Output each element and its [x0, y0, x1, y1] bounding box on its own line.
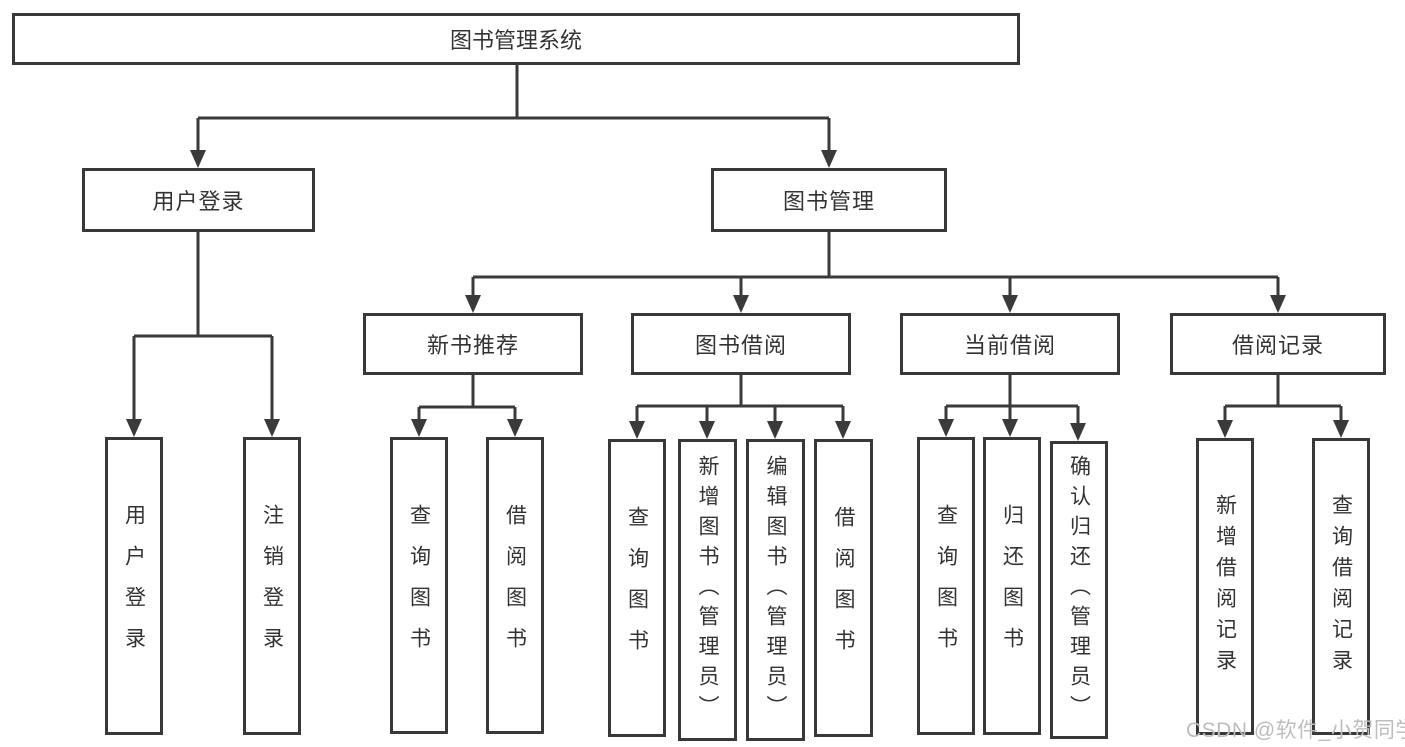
leaf-confirm-return-admin-label: 确认归还（管理员）	[1067, 455, 1091, 725]
leaf-add-borrow-record-label: 新增借阅记录	[1213, 493, 1237, 680]
node-user-login: 用户登录	[82, 168, 315, 232]
node-book-management: 图书管理	[711, 168, 947, 232]
node-system-root: 图书管理系统	[12, 13, 1020, 65]
node-book-borrowing-label: 图书借阅	[694, 333, 787, 358]
node-borrow-records-label: 借阅记录	[1231, 333, 1324, 358]
leaf-borrowing-query-book-label: 查询图书	[625, 506, 649, 670]
leaf-return-book: 归还图书	[983, 437, 1041, 735]
leaf-recommend-query-book-label: 查询图书	[407, 503, 431, 668]
leaf-borrowing-borrow-book: 借阅图书	[814, 439, 873, 737]
leaf-recommend-query-book: 查询图书	[390, 437, 448, 734]
leaf-return-book-label: 归还图书	[1000, 504, 1024, 668]
node-new-book-recommend-label: 新书推荐	[426, 333, 519, 358]
leaf-current-query-book-label: 查询图书	[934, 504, 958, 668]
node-user-login-label: 用户登录	[152, 189, 245, 214]
leaf-confirm-return-admin: 确认归还（管理员）	[1050, 441, 1108, 739]
leaf-add-borrow-record: 新增借阅记录	[1196, 438, 1254, 735]
leaf-recommend-borrow-book: 借阅图书	[486, 437, 544, 734]
leaf-borrowing-borrow-book-label: 借阅图书	[832, 506, 855, 670]
node-current-borrowing-label: 当前借阅	[963, 333, 1056, 358]
node-new-book-recommend: 新书推荐	[363, 313, 583, 375]
leaf-edit-book-admin-label: 编辑图书（管理员）	[764, 455, 787, 725]
leaf-current-query-book: 查询图书	[917, 437, 975, 735]
leaf-user-login-label: 用户登录	[122, 504, 146, 668]
leaf-logout: 注销登录	[243, 437, 301, 735]
leaf-logout-label: 注销登录	[260, 504, 284, 668]
node-system-root-label: 图书管理系统	[449, 28, 582, 53]
leaf-query-borrow-record: 查询借阅记录	[1312, 438, 1370, 735]
node-book-borrowing: 图书借阅	[631, 313, 851, 375]
csdn-watermark: CSDN @软件_小贺同学	[1186, 719, 1405, 742]
node-current-borrowing: 当前借阅	[900, 313, 1120, 375]
leaf-edit-book-admin: 编辑图书（管理员）	[746, 439, 805, 741]
leaf-borrowing-query-book: 查询图书	[608, 439, 666, 737]
leaf-user-login: 用户登录	[105, 437, 163, 735]
node-borrow-records: 借阅记录	[1170, 313, 1386, 375]
leaf-query-borrow-record-label: 查询借阅记录	[1329, 493, 1353, 680]
leaf-add-book-admin-label: 新增图书（管理员）	[696, 455, 719, 725]
node-book-management-label: 图书管理	[782, 189, 875, 214]
leaf-add-book-admin: 新增图书（管理员）	[678, 439, 737, 741]
leaf-recommend-borrow-book-label: 借阅图书	[503, 503, 527, 668]
